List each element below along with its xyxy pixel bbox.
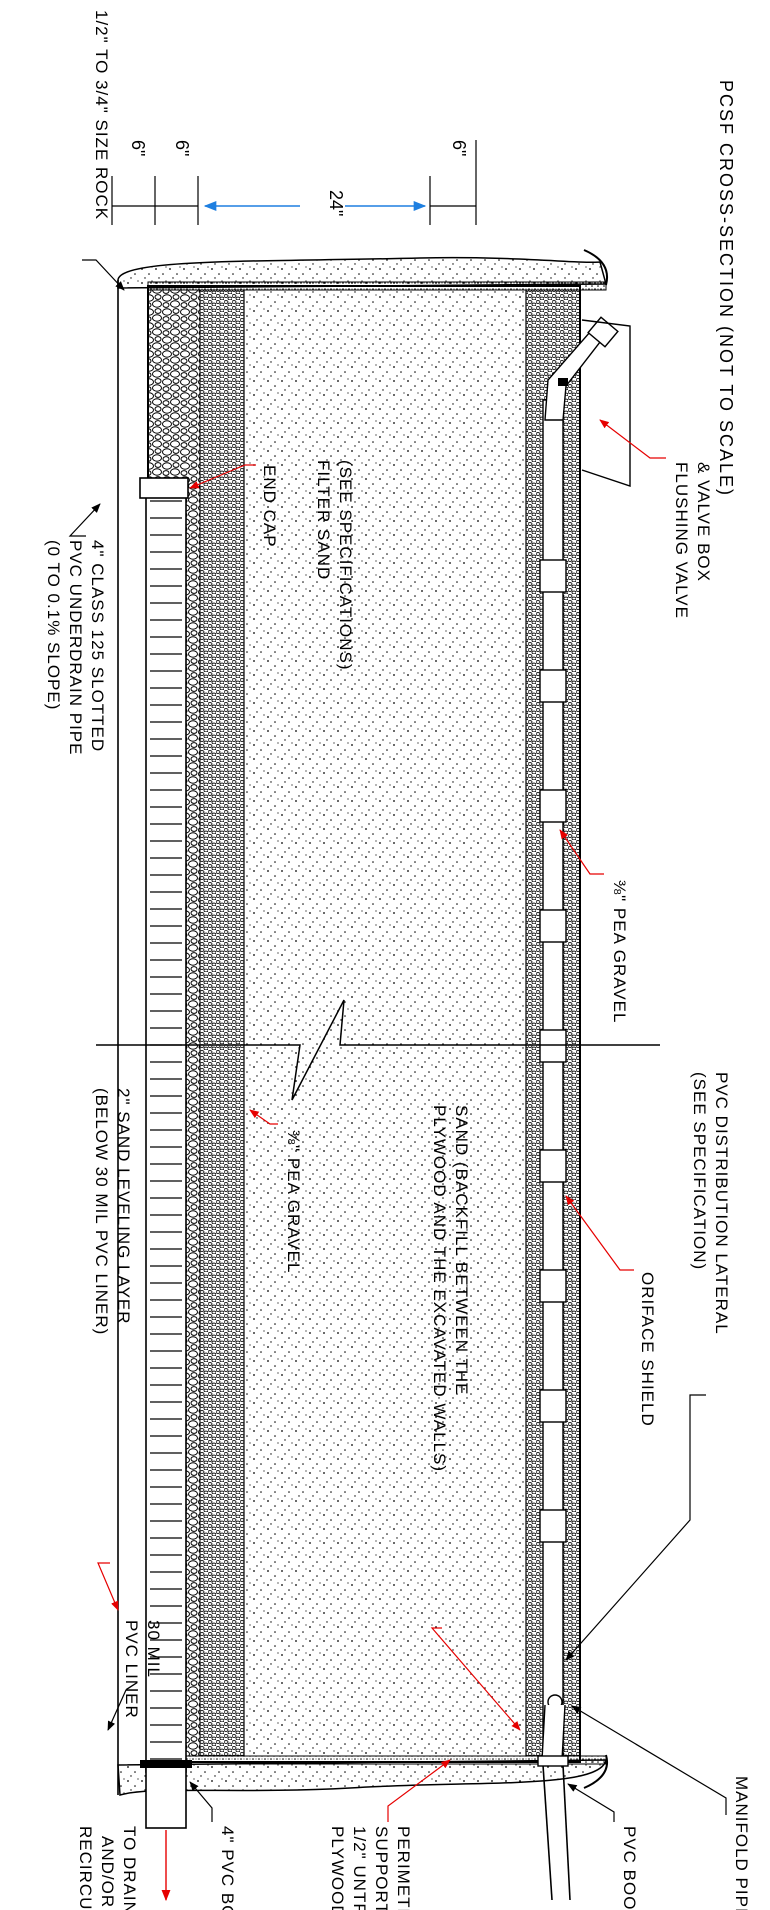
filter-sand-label-1: FILTER SAND	[314, 460, 333, 580]
structure	[117, 249, 608, 1796]
labels: PCSF CROSS-SECTION (NOT TO SCALE) 6" 6" …	[44, 10, 751, 1910]
pea-gravel-top-label: ⅜" PEA GRAVEL	[610, 880, 629, 1023]
manifold-label: MANIFOLD PIPING	[732, 1776, 751, 1910]
underdrain-pipe	[139, 477, 192, 1829]
flushing-valve-label-1: FLUSHING VALVE	[672, 462, 691, 619]
leader-lines	[68, 259, 727, 1902]
pea-gravel-bottom-label: ⅜" PEA GRAVEL	[284, 1130, 303, 1273]
orifice-shield-label: ORIFACE SHIELD	[638, 1272, 657, 1427]
flushing-valve-label-2: & VALVE BOX	[694, 462, 713, 582]
liner-label-1: 30 MIL	[144, 1620, 163, 1678]
sand-backfill-label-2: PLYWOOD AND THE EXCAVATED WALLS)	[430, 1105, 449, 1472]
underdrain-label-1: 4" CLASS 125 SLOTTED	[88, 540, 107, 752]
end-cap-label: END CAP	[260, 465, 279, 548]
distribution-label-2: (SEE SPECIFICATION)	[690, 1072, 709, 1270]
pea-gravel-layer-left	[200, 290, 244, 1756]
bottom-boot	[140, 1760, 192, 1768]
top-sand-cover	[117, 256, 607, 289]
title-text: PCSF CROSS-SECTION (NOT TO SCALE)	[716, 80, 736, 497]
drainfield-label-2: AND/OR	[98, 1836, 117, 1908]
perimeter-label-4: PLYWOOD	[328, 1826, 347, 1910]
dimension-lines	[111, 140, 477, 225]
underdrain-label-2: PVC UNDERDRAIN PIPE	[66, 540, 85, 755]
dim-top-label: 6"	[128, 140, 148, 156]
dim-right-label: 6"	[449, 140, 469, 156]
underdrain-label-3: (0 TO 0.1% SLOPE)	[44, 540, 63, 710]
dim-mid-label: 6"	[172, 140, 192, 156]
pvc-boot-bottom-label: 4" PVC BOOT	[218, 1826, 237, 1910]
top-boot	[537, 1755, 569, 1767]
drainfield-label-3: RECIRCULATION	[76, 1826, 95, 1910]
leveling-label-1: 2" SAND LEVELING LAYER	[114, 1088, 133, 1325]
filter-sand-layer	[244, 290, 526, 1756]
break-line	[96, 999, 660, 1101]
dim-24-label: 24"	[326, 190, 346, 216]
perimeter-label-3: 1/2" UNTREATED	[350, 1826, 369, 1910]
orifice-shields	[539, 559, 567, 1543]
perimeter-label-1: PERIMETER	[394, 1826, 413, 1910]
filter-sand-label-2: (SEE SPECIFICATIONS)	[336, 460, 355, 671]
distribution-lateral	[537, 316, 631, 1901]
end-cap	[139, 477, 189, 499]
rock-size-label: 1/2" TO 3/4" SIZE ROCK	[92, 10, 111, 220]
distribution-label-1: PVC DISTRIBUTION LATERAL	[712, 1072, 731, 1335]
liner-label-2: PVC LINER	[122, 1620, 141, 1719]
outlet-pipe	[145, 1763, 187, 1829]
perimeter-label-2: SUPPORT FRAME	[372, 1826, 391, 1910]
layers	[148, 290, 580, 1756]
leveling-label-2: (BELOW 30 MIL PVC LINER)	[92, 1088, 111, 1335]
drainfield-label-1: TO DRAINFIELD	[120, 1826, 139, 1910]
valve-box	[581, 319, 631, 487]
pvc-boot-top-label: PVC BOOT	[620, 1826, 639, 1910]
sand-backfill-label-1: SAND (BACKFILL BETWEEN THE	[452, 1105, 471, 1396]
